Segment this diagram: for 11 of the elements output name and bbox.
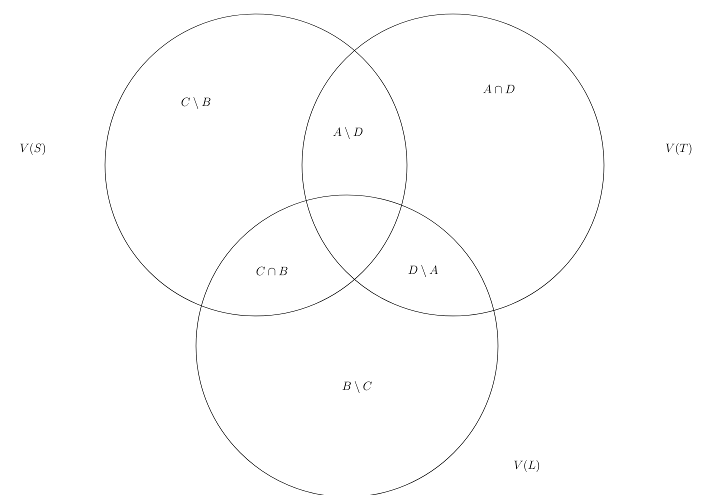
set-circle — [104, 14, 408, 316]
region-label: $V(L)$ — [514, 460, 540, 472]
region-label: $A \setminus D$ — [333, 127, 362, 139]
region-label: $C \cap B$ — [256, 266, 288, 276]
region-label: $D \setminus A$ — [408, 264, 438, 277]
region-label: $V(T)$ — [666, 143, 692, 155]
region-label: $B \setminus C$ — [342, 380, 372, 393]
set-circle — [302, 14, 604, 316]
region-label: $A \cap D$ — [483, 84, 514, 94]
region-label: $C \setminus B$ — [182, 97, 210, 109]
region-label: $V(S)$ — [20, 143, 46, 155]
